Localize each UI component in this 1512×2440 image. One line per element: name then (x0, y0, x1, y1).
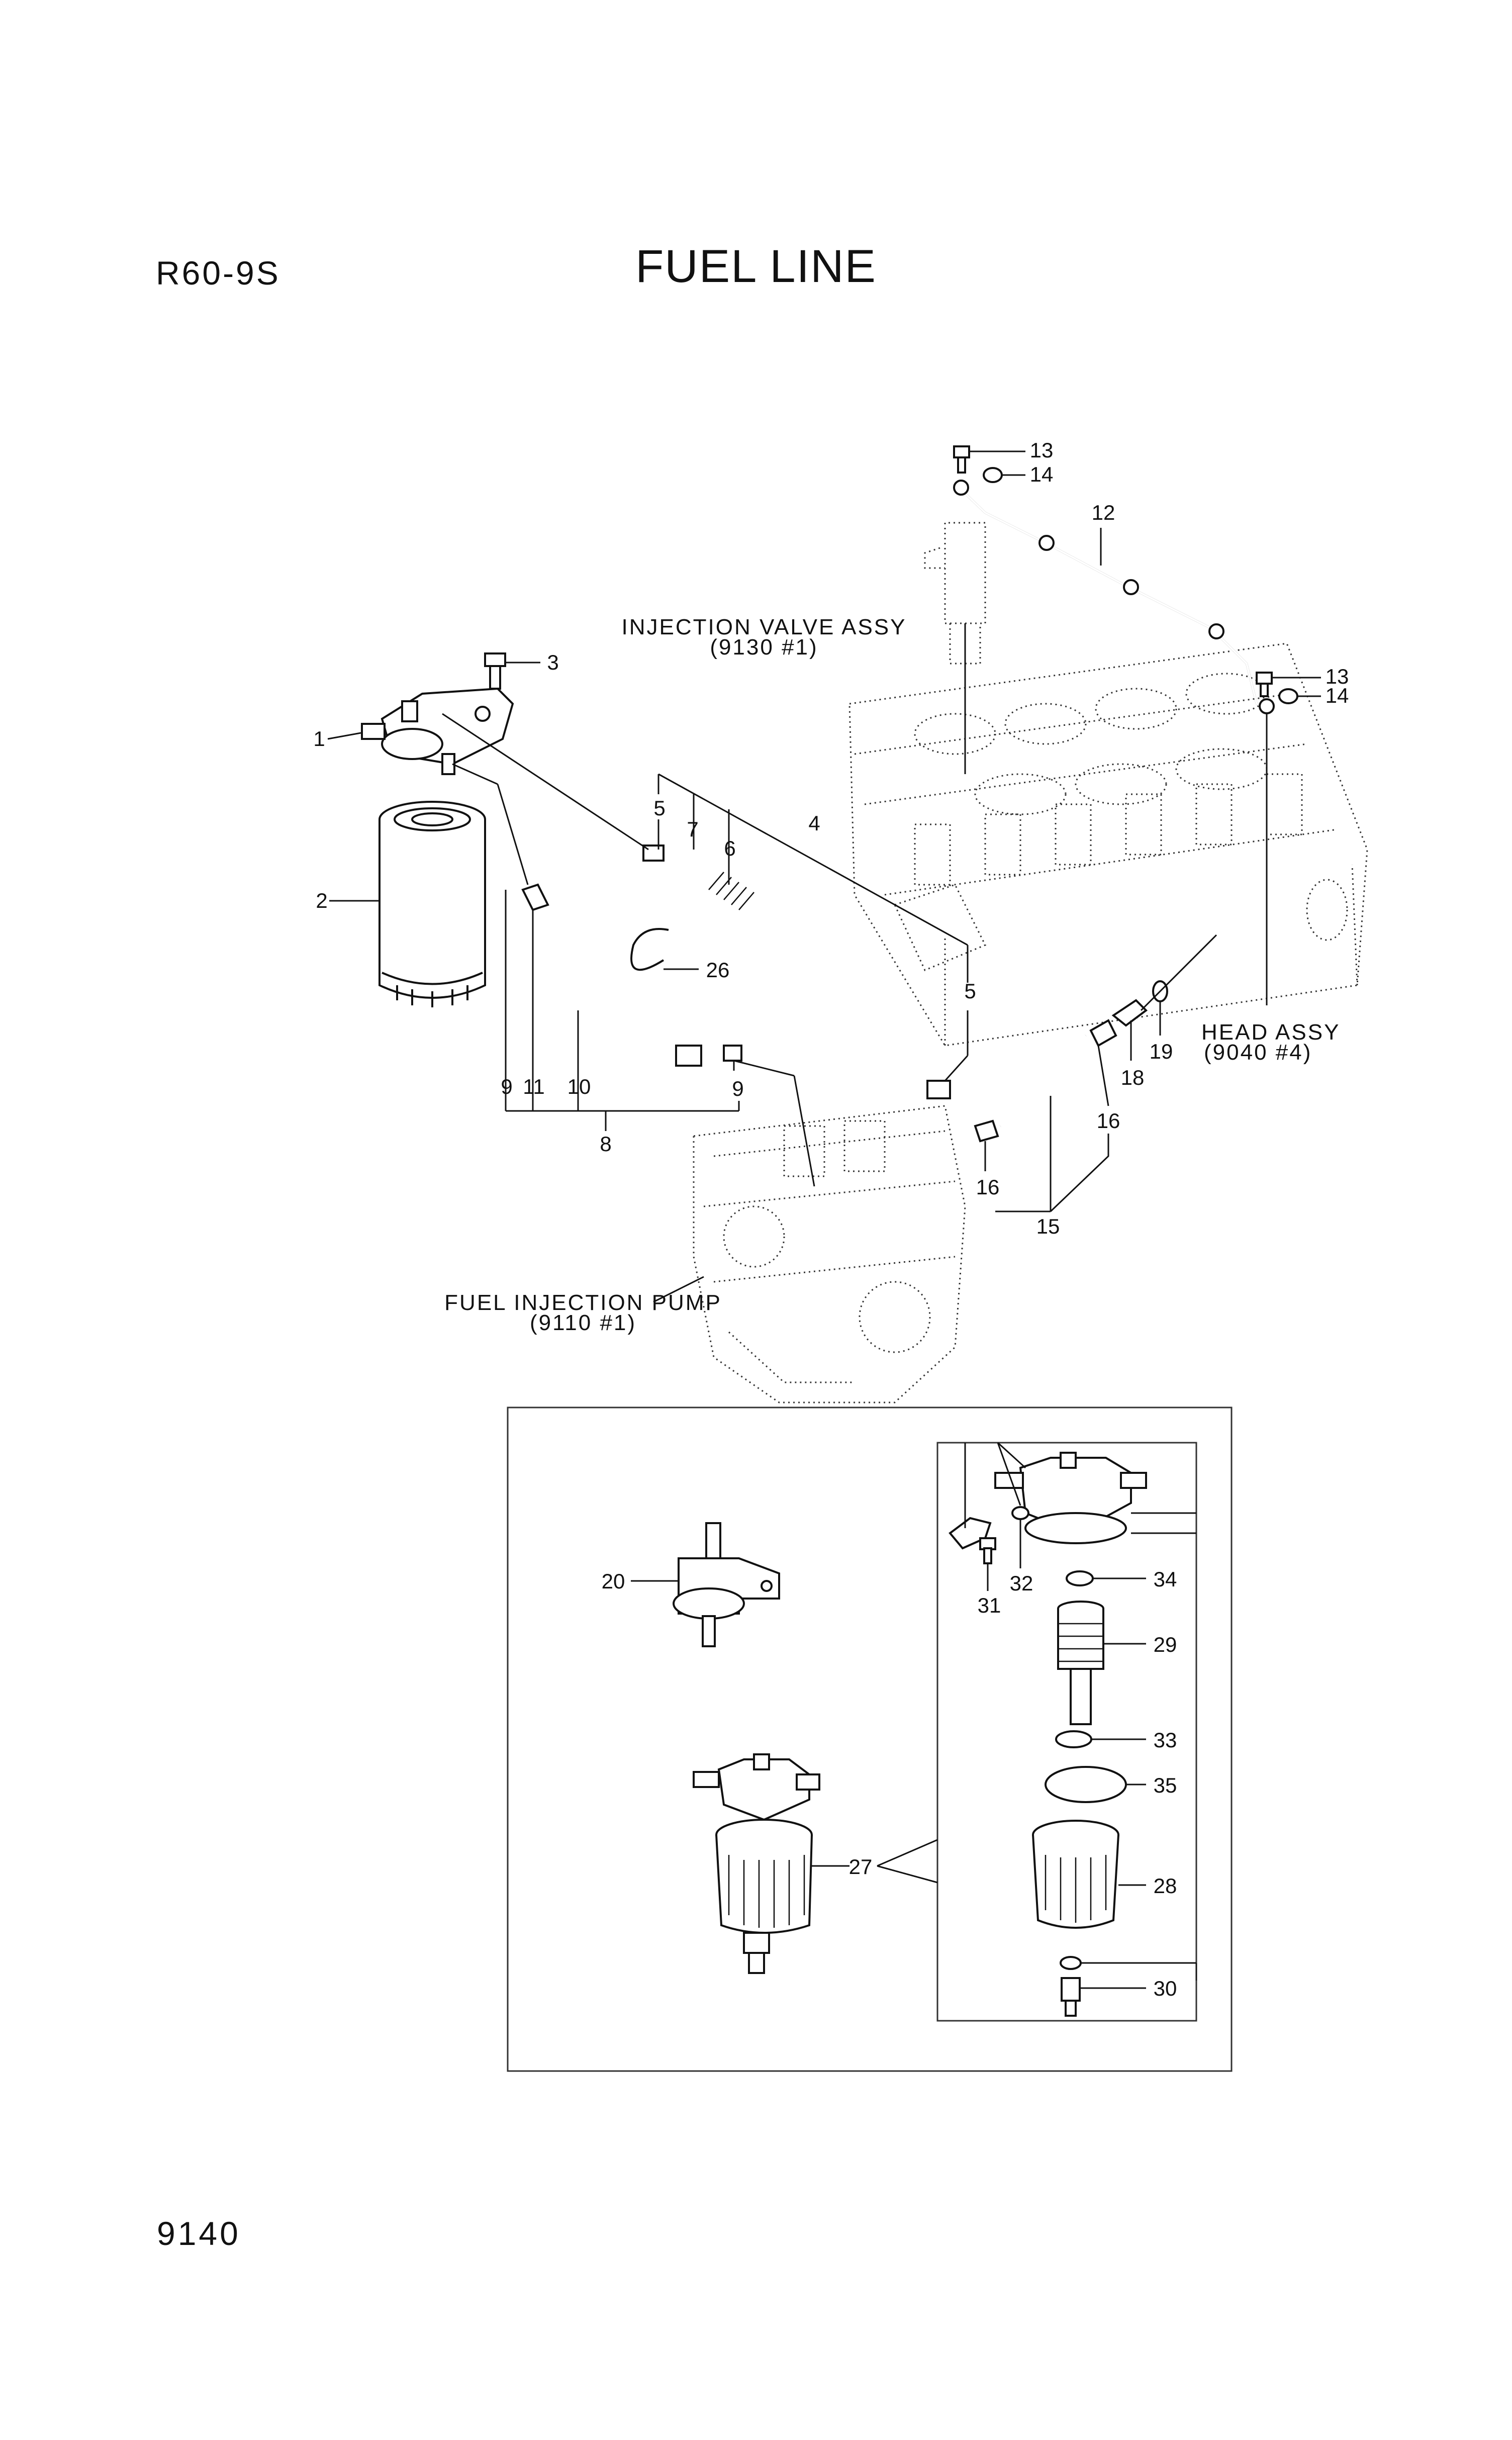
callout-16a: 16 (976, 1175, 1000, 1199)
pump-ref-code: (9110 #1) (530, 1310, 636, 1335)
callout-31: 31 (978, 1593, 1001, 1617)
washer-14-top (983, 467, 1003, 483)
o-ring-34 (1066, 1570, 1094, 1586)
detail-box (507, 1406, 1233, 2072)
callout-29: 29 (1154, 1633, 1177, 1656)
head-ref-name: HEAD ASSY (1201, 1020, 1340, 1045)
injection-valve-ref-code: (9130 #1) (710, 635, 818, 660)
fuel-hose-15 (974, 934, 1217, 1143)
callout-2: 2 (316, 889, 327, 912)
injection-valve-drawing (924, 522, 986, 774)
bolt-3 (484, 652, 506, 690)
pump-ref-name: FUEL INJECTION PUMP (444, 1290, 722, 1315)
callout-4: 4 (808, 811, 820, 835)
callout-32: 32 (1010, 1571, 1033, 1595)
filter-head-exploded (994, 1452, 1147, 1544)
washer-32 (1011, 1506, 1029, 1520)
callout-28: 28 (1154, 1874, 1177, 1898)
washer-14-right (1278, 688, 1298, 704)
callout-18: 18 (1121, 1066, 1145, 1089)
injection-pipe-12 (953, 480, 1275, 1005)
bolt-31 (979, 1537, 996, 1564)
callout-7: 7 (687, 817, 698, 841)
check-valve-20 (673, 1522, 780, 1647)
callout-26: 26 (706, 958, 730, 982)
exploded-view-frame (936, 1442, 1197, 2022)
callout-11: 11 (523, 1075, 545, 1098)
banjo-31-32 (949, 1517, 992, 1550)
drain-plug-30 (1061, 1977, 1081, 2017)
bowl-28 (1032, 1820, 1119, 1929)
callout-5b: 5 (964, 979, 976, 1003)
callout-33: 33 (1154, 1728, 1177, 1752)
fuel-hose-8 (452, 763, 815, 1187)
callout-15: 15 (1036, 1214, 1060, 1238)
callout-14a: 14 (1030, 462, 1054, 486)
bolt-13-top (953, 445, 970, 474)
callout-20: 20 (602, 1569, 625, 1593)
filter-head-1 (361, 687, 514, 775)
callout-14b: 14 (1326, 684, 1349, 707)
callout-27: 27 (849, 1855, 873, 1879)
o-ring-30 (1060, 1956, 1082, 1970)
callout-9a: 9 (501, 1075, 512, 1098)
callout-numbers: 1 2 3 4 5 5 6 7 8 9 9 10 11 12 13 13 14 … (313, 438, 1349, 2000)
fuel-hose-4 (442, 713, 951, 1099)
callout-8: 8 (600, 1132, 611, 1156)
ring-33 (1055, 1730, 1092, 1748)
o-ring-35 (1045, 1766, 1127, 1803)
callout-12: 12 (1092, 501, 1115, 524)
callout-13b: 13 (1326, 665, 1349, 688)
callout-3: 3 (547, 650, 558, 674)
model-code: R60-9S (156, 254, 280, 292)
page-title: FUEL LINE (635, 241, 877, 292)
callout-19: 19 (1150, 1040, 1173, 1063)
clip-26 (630, 928, 669, 971)
callout-35: 35 (1154, 1773, 1177, 1797)
callout-1: 1 (313, 727, 325, 750)
fuel-filter-element-2 (379, 801, 486, 1007)
callout-6: 6 (724, 836, 735, 860)
injection-valve-ref-name: INJECTION VALVE ASSY (622, 615, 907, 639)
bolt-13-right (1256, 672, 1273, 697)
callout-30: 30 (1154, 1977, 1177, 2000)
head-ref-code: (9040 #4) (1204, 1040, 1312, 1065)
fuel-filter-assy-27 (693, 1753, 820, 1974)
callout-9b: 9 (732, 1077, 743, 1100)
callout-13a: 13 (1030, 438, 1054, 462)
leader-lines (327, 450, 1321, 1989)
callout-5a: 5 (653, 796, 665, 820)
element-29 (1057, 1601, 1104, 1725)
fuel-injection-pump-drawing (653, 1105, 966, 1403)
callout-34: 34 (1154, 1567, 1177, 1591)
page-number: 9140 (157, 2215, 241, 2252)
callout-10: 10 (568, 1075, 591, 1098)
callout-16b: 16 (1097, 1109, 1120, 1133)
